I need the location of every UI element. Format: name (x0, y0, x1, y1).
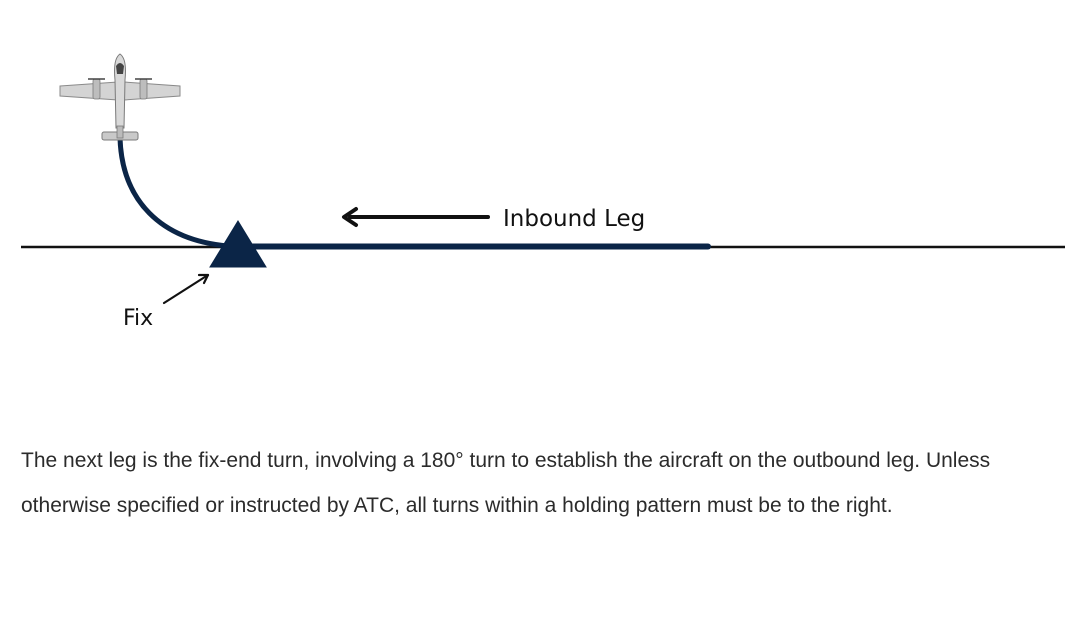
arrow-left-icon (342, 207, 490, 227)
flight-path-turn (117, 135, 231, 249)
caption-paragraph: The next leg is the fix-end turn, involv… (21, 449, 991, 517)
inbound-leg-label: Inbound Leg (503, 206, 645, 232)
fix-label: Fix (123, 306, 153, 331)
holding-pattern-diagram: Inbound Leg Fix (21, 53, 1065, 331)
triangle-fix-icon (209, 220, 267, 268)
fix-pointer-arrow (162, 273, 210, 305)
airplane-top-view-icon (59, 53, 181, 141)
